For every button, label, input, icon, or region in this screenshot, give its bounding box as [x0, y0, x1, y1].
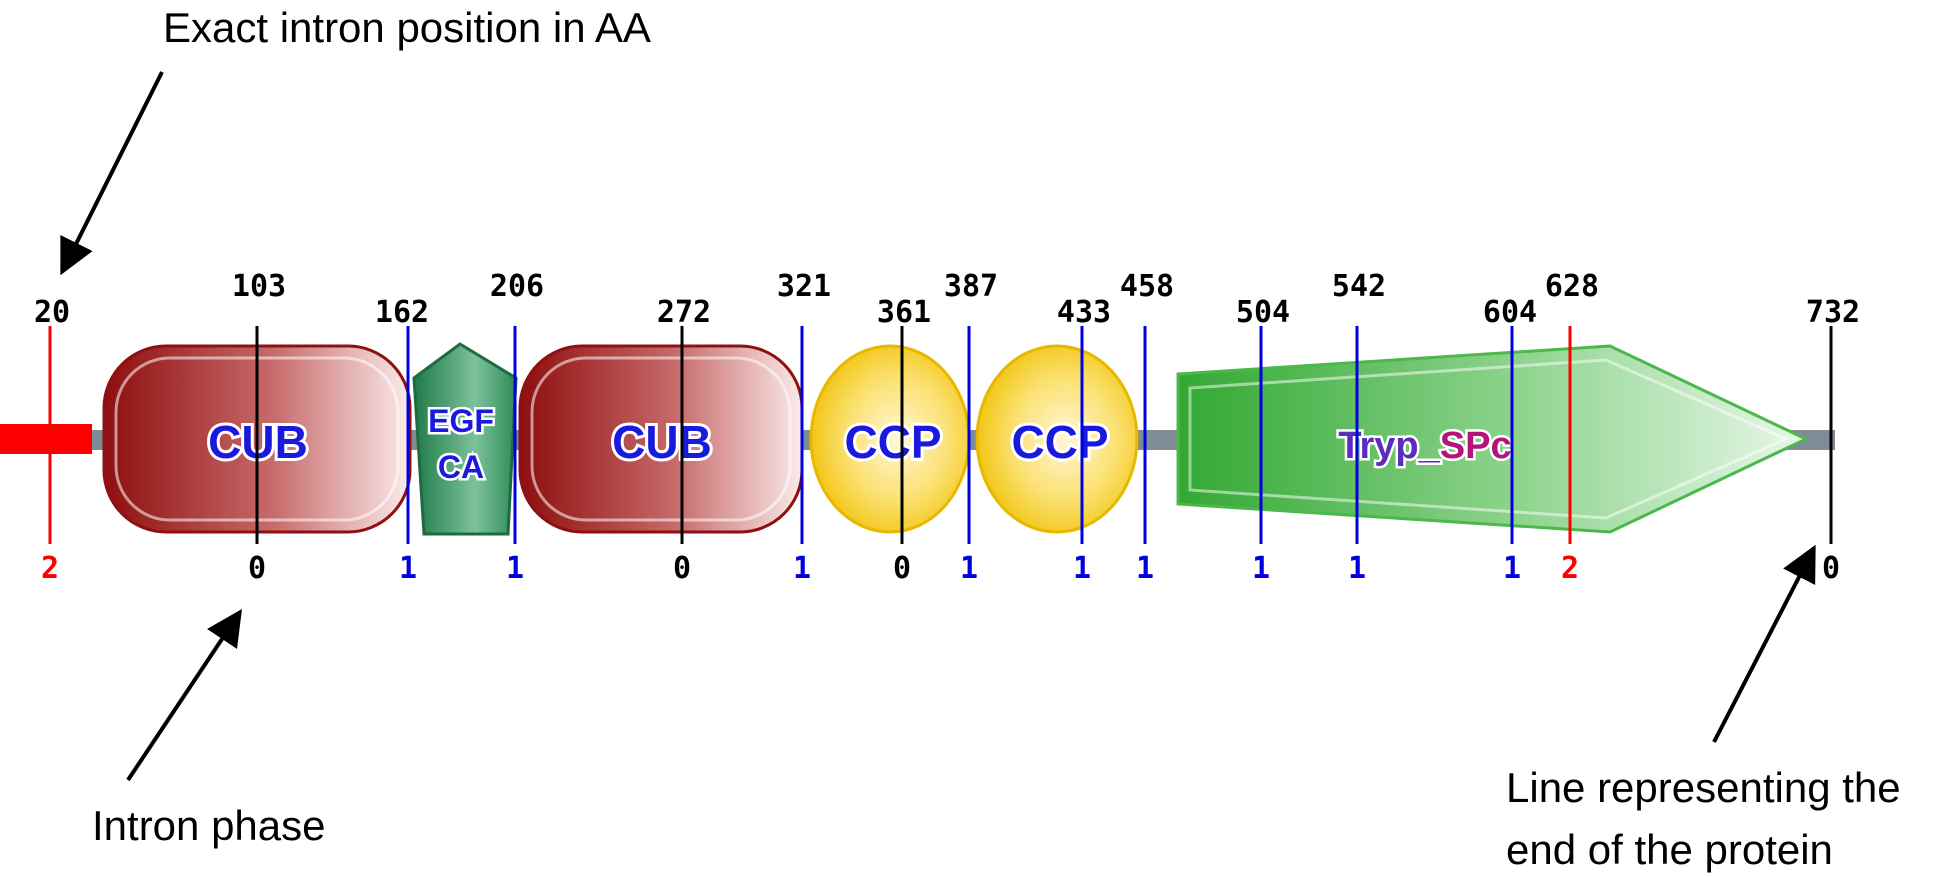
intron-phase-label: 1	[960, 551, 978, 586]
arrow-to-position-label	[60, 71, 164, 276]
intron-position-label: 604	[1483, 295, 1537, 330]
intron-position-label: 387	[944, 269, 998, 304]
egf-label-line1: EGF	[428, 403, 494, 439]
intron-position-label: 458	[1120, 269, 1174, 304]
intron-phase-label: 1	[1348, 551, 1366, 586]
intron-phase-label: 1	[399, 551, 417, 586]
intron-phase-label: 0	[1822, 551, 1840, 586]
signal-peptide	[0, 424, 92, 454]
intron-phase-label: 1	[1503, 551, 1521, 586]
cub-2-label: CUB	[612, 416, 712, 468]
intron-position-label: 321	[777, 269, 831, 304]
intron-phase-label: 2	[41, 551, 59, 586]
intron-markers: 2021030162120612720321136103871433145815…	[34, 269, 1860, 586]
intron-position-label: 162	[375, 295, 429, 330]
annotation-end-of-protein-line1: Line representing the	[1506, 764, 1901, 811]
egf-label-line2: CA	[438, 449, 484, 485]
intron-position-label: 103	[232, 269, 286, 304]
ccp-domain-2: CCP	[975, 344, 1139, 534]
intron-phase-label: 0	[673, 551, 691, 586]
intron-phase-label: 0	[248, 551, 266, 586]
tryp-label-part-a: Tryp_	[1338, 425, 1440, 467]
intron-position-label: 20	[34, 295, 70, 330]
arrow-to-protein-end	[1712, 544, 1816, 743]
egf-ca-domain: EGF CA	[412, 342, 518, 536]
intron-phase-label: 1	[1073, 551, 1091, 586]
tryp-spc-domain: Tryp_SPc	[1176, 344, 1810, 534]
intron-phase-label: 2	[1561, 551, 1579, 586]
intron-position-label: 206	[490, 269, 544, 304]
intron-position-label: 732	[1806, 295, 1860, 330]
tryp-label-part-b: SPc	[1440, 425, 1512, 467]
arrow-to-phase-label	[126, 609, 242, 782]
intron-position-label: 361	[877, 295, 931, 330]
ccp-2-label: CCP	[1011, 416, 1108, 468]
intron-phase-label: 1	[1252, 551, 1270, 586]
intron-position-label: 628	[1545, 269, 1599, 304]
intron-position-label: 272	[657, 295, 711, 330]
intron-phase-label: 1	[793, 551, 811, 586]
intron-position-label: 542	[1332, 269, 1386, 304]
intron-phase-label: 1	[1136, 551, 1154, 586]
intron-phase-label: 0	[893, 551, 911, 586]
intron-phase-label: 1	[506, 551, 524, 586]
intron-position-label: 433	[1057, 295, 1111, 330]
annotation-intron-phase: Intron phase	[92, 802, 326, 849]
annotation-end-of-protein-line2: end of the protein	[1506, 826, 1833, 873]
annotation-exact-intron-position: Exact intron position in AA	[163, 4, 651, 51]
svg-text:Tryp_SPc: Tryp_SPc	[1338, 425, 1511, 467]
ccp-1-label: CCP	[844, 416, 941, 468]
cub-domain-2: CUB	[518, 344, 804, 534]
ccp-domain-1: CCP	[809, 344, 971, 534]
intron-position-label: 504	[1236, 295, 1290, 330]
